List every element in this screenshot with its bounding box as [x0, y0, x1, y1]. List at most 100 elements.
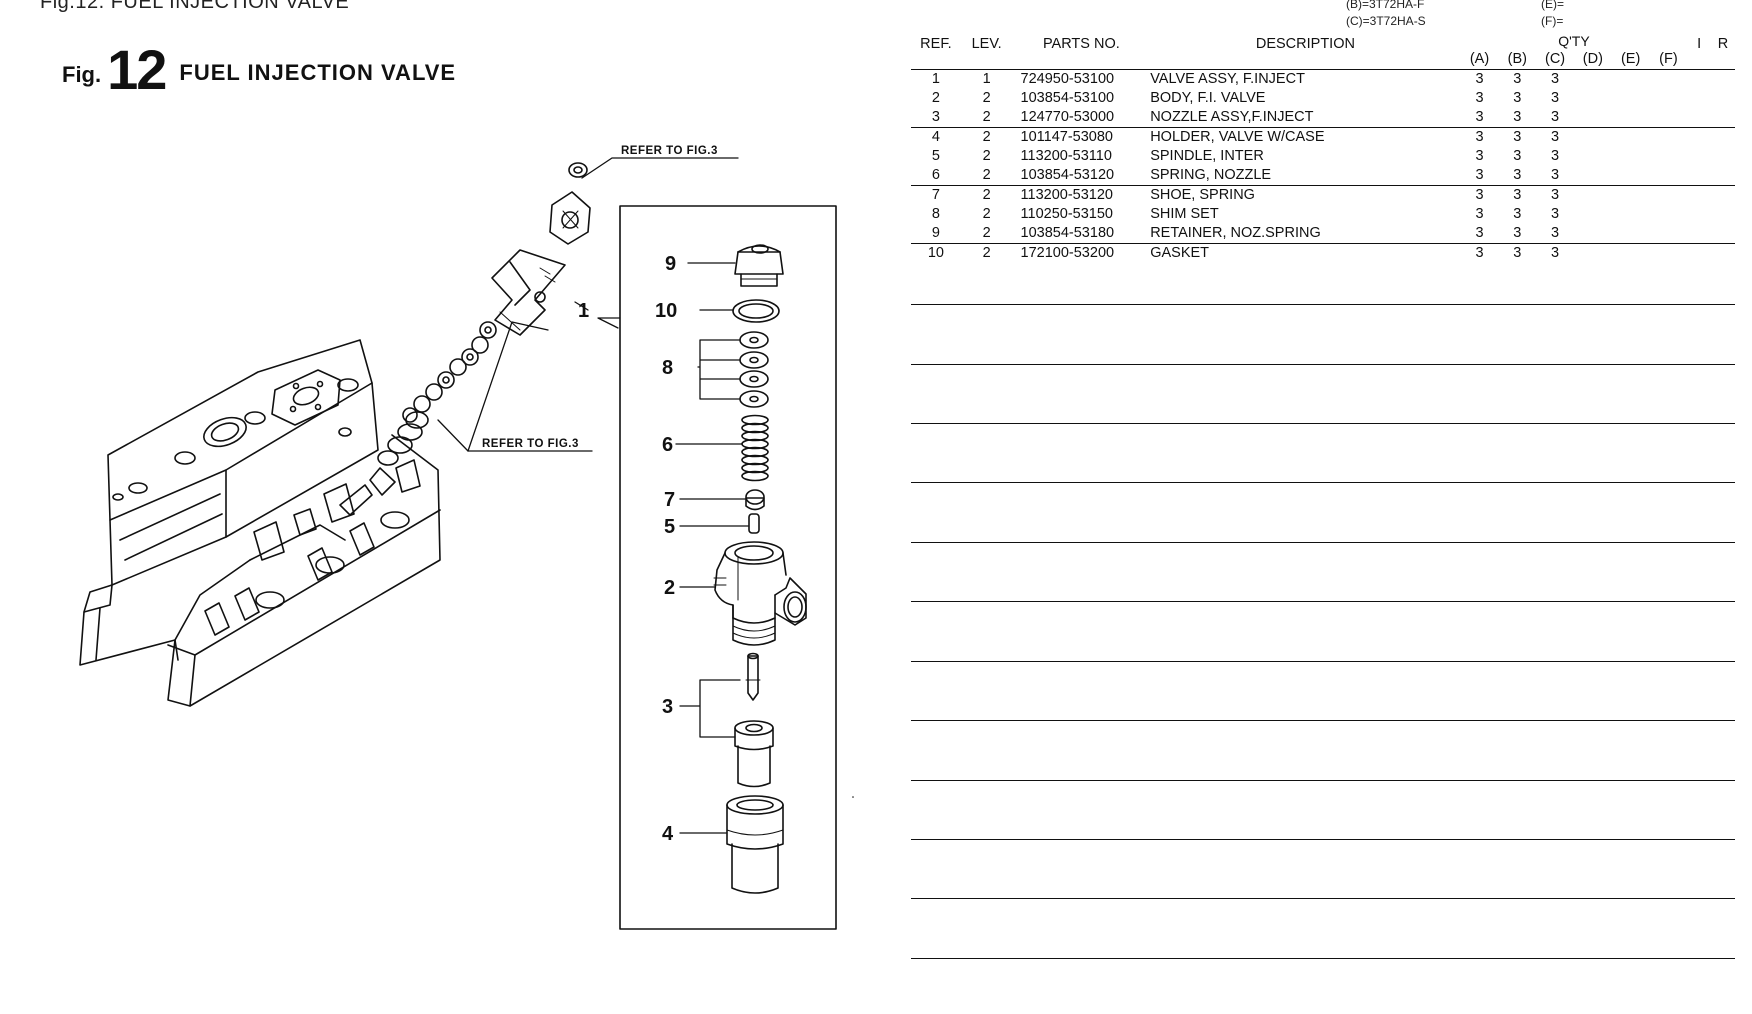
row-lev: 2 [982, 89, 991, 106]
row-qty-f [1649, 242, 1688, 263]
row-description: RETAINER, NOZ.SPRING [1150, 224, 1321, 241]
row-qty-c: 3 [1551, 89, 1560, 106]
callout-6: 6 [662, 434, 673, 456]
row-qty-c: 3 [1536, 126, 1574, 147]
table-rule-line [911, 839, 1735, 840]
row-ref: 8 [931, 205, 940, 222]
row-lev: 2 [982, 166, 991, 183]
callout-9: 9 [665, 253, 676, 275]
row-qty-a: 3 [1475, 166, 1484, 183]
row-qty-b: 3 [1513, 205, 1522, 222]
header-qty-a: (A) [1469, 50, 1490, 67]
header-lev: LEV. [971, 36, 1002, 52]
header-description: DESCRIPTION [1255, 36, 1355, 52]
row-r [1711, 166, 1735, 186]
row-qty-b: 3 [1513, 224, 1522, 241]
table-rule-line [911, 898, 1735, 899]
table-row: 3 2 124770-53000 NOZZLE ASSY,F.INJECT 3 … [911, 108, 1735, 128]
header-qty-f: (F) [1659, 50, 1678, 67]
row-qty-a: 3 [1460, 68, 1499, 89]
row-qty-e [1612, 108, 1650, 128]
row-qty-e [1612, 89, 1650, 108]
row-qty-d [1573, 126, 1612, 147]
callout-2: 2 [664, 577, 675, 599]
row-part-no: 113200-53110 [1020, 147, 1112, 164]
table-row: 10 2 172100-53200 GASKET 3 3 3 [911, 242, 1735, 263]
row-description: VALVE ASSY, F.INJECT [1142, 68, 1461, 89]
table-rule-line [911, 304, 1735, 305]
header-ref: REF. [920, 36, 952, 52]
row-qty-a: 3 [1475, 89, 1484, 106]
table-rule-line [911, 542, 1735, 543]
row-description: HOLDER, VALVE W/CASE [1142, 126, 1461, 147]
row-qty-d [1574, 224, 1612, 244]
exploded-parts-diagram: REFER TO FIG.3 REFER TO FIG.3 1 9 10 8 6… [79, 145, 854, 930]
row-qty-c: 3 [1551, 108, 1560, 125]
row-qty-e [1612, 166, 1650, 186]
row-qty-d [1574, 166, 1612, 186]
row-description: NOZZLE ASSY,F.INJECT [1150, 108, 1314, 125]
row-part-no: 172100-53200 [1012, 242, 1143, 263]
row-description: SHIM SET [1150, 205, 1219, 222]
row-qty-c: 3 [1536, 242, 1574, 263]
row-i [1687, 108, 1711, 128]
row-qty-e [1612, 147, 1650, 166]
row-qty-a: 3 [1475, 205, 1484, 222]
row-qty-f [1649, 184, 1688, 205]
row-ref: 3 [931, 108, 940, 125]
row-lev: 2 [982, 147, 991, 164]
row-qty-d [1574, 147, 1612, 166]
row-part-no: 103854-53180 [1020, 224, 1115, 241]
table-rule-line [911, 780, 1735, 781]
row-lev: 2 [960, 184, 1013, 205]
row-qty-c: 3 [1551, 224, 1560, 241]
part-9-retainer [734, 244, 784, 287]
header-qty-b: (B) [1507, 50, 1527, 67]
table-subheader-row: (A) (B) (C) (D) (E) (F) [911, 49, 1735, 69]
callout-4: 4 [662, 823, 674, 845]
refer-callout-bottom: REFER TO FIG.3 [482, 438, 579, 450]
table-rule-line [911, 661, 1735, 662]
row-part-no: 103854-53100 [1020, 89, 1115, 106]
row-r [1711, 108, 1735, 128]
row-qty-e [1612, 224, 1650, 244]
figure-label: Fig. [62, 62, 102, 87]
table-rule-line [911, 482, 1735, 483]
row-qty-f [1649, 68, 1688, 89]
row-description: BODY, F.I. VALVE [1150, 89, 1266, 106]
row-qty-e [1611, 242, 1650, 263]
row-i [1687, 89, 1711, 108]
row-r [1711, 126, 1735, 147]
row-qty-b: 3 [1498, 68, 1537, 89]
row-r [1711, 89, 1735, 108]
row-qty-b: 3 [1513, 89, 1522, 106]
row-part-no: 103854-53120 [1020, 166, 1115, 183]
header-i: I [1697, 36, 1702, 52]
row-description: SPRING, NOZZLE [1150, 166, 1272, 183]
row-qty-f [1650, 147, 1688, 166]
callout-3: 3 [662, 696, 673, 718]
row-qty-b: 3 [1513, 108, 1522, 125]
row-qty-c: 3 [1551, 147, 1560, 164]
row-ref: 9 [931, 224, 940, 241]
row-qty-a: 3 [1475, 147, 1484, 164]
row-part-no: 113200-53120 [1012, 184, 1143, 205]
table-rule-line [911, 720, 1735, 721]
row-lev: 2 [982, 108, 991, 125]
table-rule-line [911, 364, 1735, 365]
row-qty-d [1573, 68, 1612, 89]
callout-1: 1 [578, 300, 589, 322]
model-code-b: (B)=3T72HA-F [1346, 0, 1425, 11]
row-description: SPINDLE, INTER [1150, 147, 1264, 164]
table-header-row: REF. LEV. PARTS NO. DESCRIPTION Q'TY I R [911, 33, 1735, 52]
row-qty-e [1611, 184, 1650, 205]
row-qty-d [1574, 89, 1612, 108]
row-r [1711, 68, 1735, 89]
table-row: 4 2 101147-53080 HOLDER, VALVE W/CASE 3 … [911, 126, 1735, 147]
row-ref: 7 [911, 184, 961, 205]
row-qty-f [1650, 108, 1688, 128]
part-10-gasket [732, 299, 780, 323]
row-ref: 1 [911, 68, 961, 89]
table-rule-line [911, 958, 1735, 959]
callout-7: 7 [664, 489, 675, 511]
